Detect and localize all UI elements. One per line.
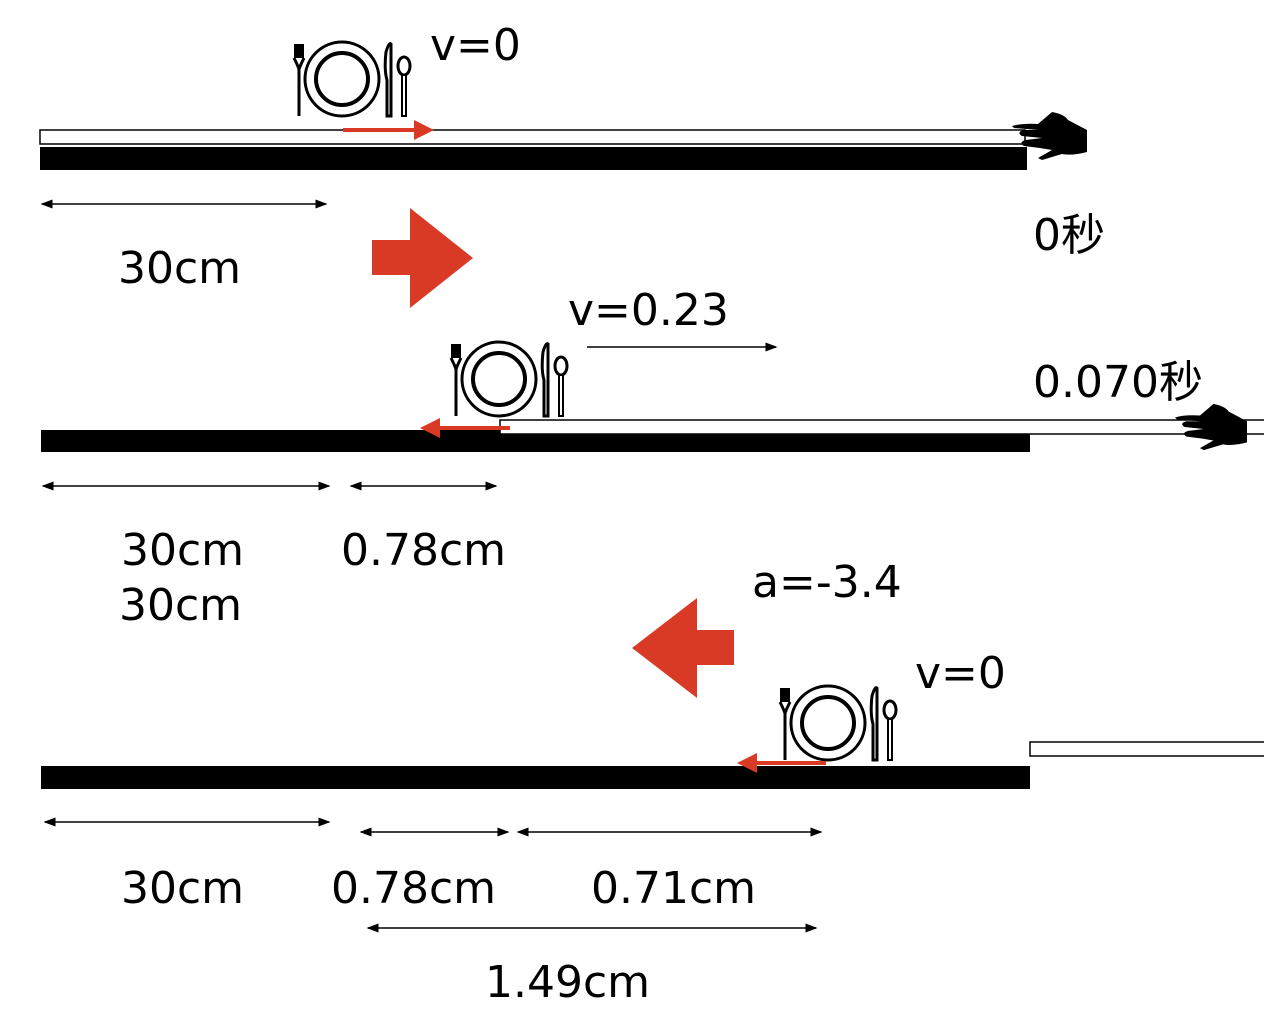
velocity-label: v=0 [915,648,1006,699]
hand-icon [1175,404,1247,451]
dimension-label: 30cm [121,863,244,914]
table [40,147,1027,170]
panel-2: v=0.23 0.070秒 30cm 0.78cm 30cm [41,285,1264,631]
time-label: 0.070秒 [1033,357,1203,408]
plate-cutlery-icon [292,40,412,118]
arrow-left-icon [632,598,734,698]
plate-cutlery-icon [449,340,569,418]
panel-3: a=-3.4 v=0 30cm 0.78cm 0.71cm 1.49cm [41,557,1264,1008]
dimension-label: 1.49cm [485,957,650,1008]
velocity-label: v=0.23 [568,285,729,336]
dimension-label: 30cm [118,243,241,294]
panel-1: v=0 30cm 0秒 [39,20,1105,308]
time-label: 0秒 [1033,210,1105,261]
table [41,766,1030,789]
plate-cutlery-icon [778,684,898,762]
tablecloth [499,419,1264,435]
dimension-label: 0.78cm [331,863,496,914]
arrow-right-icon [372,208,473,308]
tablecloth [39,129,1026,145]
dimension-label: 30cm [119,580,242,631]
dimension-label: 30cm [121,525,244,576]
tablecloth [1029,741,1264,757]
dimension-label: 0.78cm [341,525,506,576]
acceleration-label: a=-3.4 [752,557,902,608]
velocity-label: v=0 [430,20,521,71]
dimension-label: 0.71cm [591,863,756,914]
table [41,430,1030,452]
